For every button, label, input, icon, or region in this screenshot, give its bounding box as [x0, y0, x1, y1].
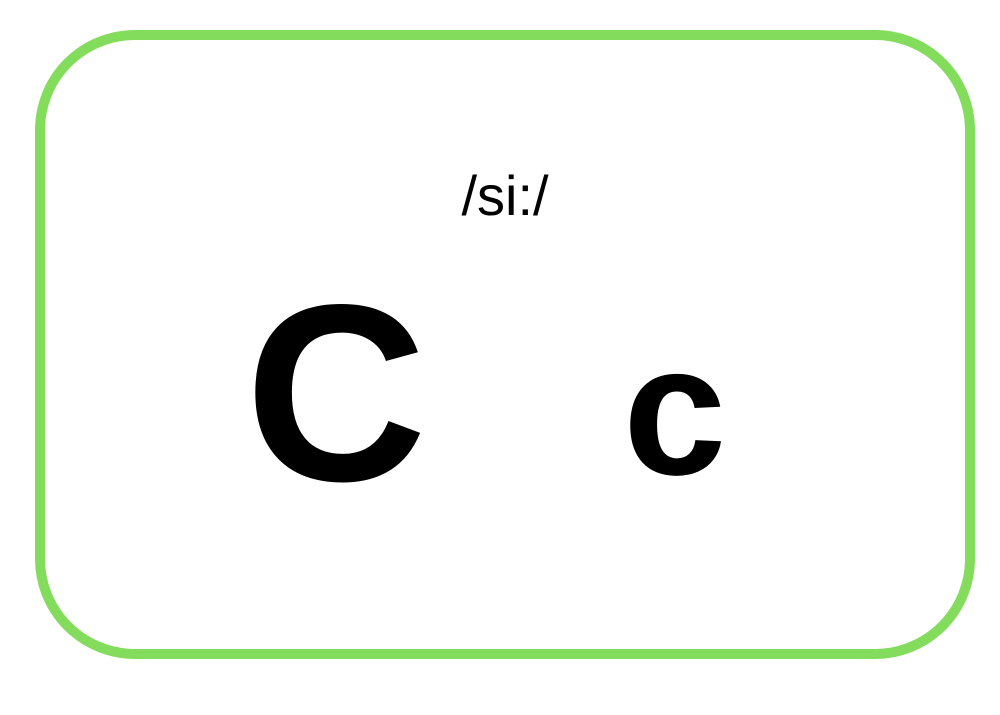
uppercase-letter: C [245, 253, 427, 534]
letter-card: /si:/ C c [35, 30, 975, 659]
lowercase-letter: c [623, 307, 727, 514]
pronunciation-text: /si:/ [461, 164, 549, 227]
